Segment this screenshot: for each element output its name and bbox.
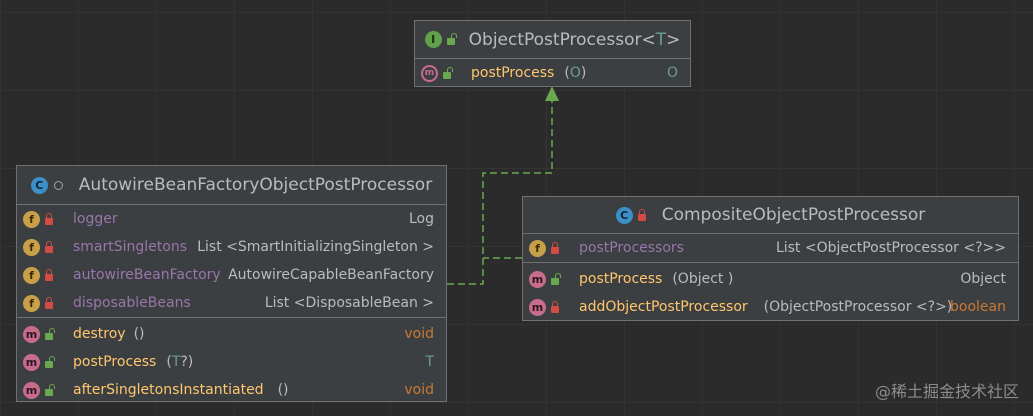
method-return-type: O	[666, 65, 678, 81]
section-divider	[17, 317, 446, 318]
field-icon: f	[529, 239, 546, 257]
method-name: afterSingletonsInstantiated	[73, 382, 264, 398]
method-icon: m	[529, 298, 546, 316]
field-name: logger	[73, 211, 118, 227]
field-icon: f	[23, 294, 40, 312]
field-type: List <SmartInitializingSingleton >	[197, 239, 434, 255]
section-divider	[523, 262, 1018, 263]
method-icon: m	[23, 325, 40, 343]
public-visibility-icon	[45, 327, 55, 340]
private-visibility-icon	[637, 208, 646, 221]
interface-header: I ObjectPostProcessor<T>	[415, 21, 690, 59]
public-visibility-icon	[45, 355, 55, 368]
private-visibility-icon	[551, 300, 559, 313]
public-visibility-icon	[443, 66, 453, 79]
method-name: destroy	[73, 326, 126, 342]
interface-title: ObjectPostProcessor<T>	[468, 29, 681, 50]
interface-object-post-processor[interactable]: I ObjectPostProcessor<T> m postProcess (…	[414, 20, 691, 87]
method-name: postProcess	[579, 271, 663, 287]
method-row[interactable]: m afterSingletonsInstantiated () void	[17, 376, 446, 404]
field-name: autowireBeanFactory	[73, 267, 221, 283]
method-params: ()	[133, 326, 145, 342]
method-params: (O)	[564, 65, 587, 81]
field-icon: f	[23, 210, 40, 228]
method-icon: m	[23, 353, 40, 371]
private-visibility-icon	[45, 268, 53, 281]
class-header: C CompositeObjectPostProcessor	[523, 197, 1018, 234]
method-name: addObjectPostProcessor	[579, 299, 748, 315]
public-visibility-icon	[45, 383, 55, 396]
method-icon: m	[23, 381, 40, 399]
field-icon: f	[23, 266, 40, 284]
method-name: postProcess	[73, 354, 157, 370]
field-type: Log	[408, 211, 434, 227]
class-icon: C	[30, 176, 48, 194]
abstract-method-icon: m	[421, 64, 438, 82]
field-icon: f	[23, 238, 40, 256]
field-name: disposableBeans	[73, 295, 191, 311]
public-visibility-icon	[551, 272, 561, 285]
method-icon: m	[529, 270, 546, 288]
private-visibility-icon	[45, 212, 53, 225]
method-return-type: void	[404, 382, 434, 398]
method-params: (T?)	[166, 354, 194, 370]
interface-icon: I	[424, 31, 442, 48]
class-header: C AutowireBeanFactoryObjectPostProcessor	[17, 166, 446, 205]
private-visibility-icon	[551, 241, 559, 254]
field-row[interactable]: f autowireBeanFactory AutowireCapableBea…	[17, 261, 446, 289]
field-name: smartSingletons	[73, 239, 188, 255]
field-row[interactable]: f logger Log	[17, 205, 446, 233]
method-row[interactable]: m postProcess (Object ) Object	[523, 265, 1018, 293]
method-return-type: boolean	[950, 299, 1006, 315]
class-icon: C	[615, 206, 633, 224]
method-params: (ObjectPostProcessor <?>)	[763, 299, 953, 315]
class-composite-object-post-processor[interactable]: C CompositeObjectPostProcessor f postPro…	[522, 196, 1019, 321]
method-return-type: T	[425, 354, 434, 370]
method-row[interactable]: m addObjectPostProcessor (ObjectPostProc…	[523, 293, 1018, 321]
method-return-type: Object	[960, 271, 1006, 287]
private-visibility-icon	[45, 296, 53, 309]
method-row[interactable]: m postProcess (O) O	[415, 59, 690, 87]
field-type: AutowireCapableBeanFactory	[228, 267, 434, 283]
connector-autowire-to-interface	[447, 100, 553, 285]
private-visibility-icon	[45, 240, 53, 253]
public-visibility-icon	[446, 33, 457, 45]
field-type: List <ObjectPostProcessor <?>>	[775, 240, 1006, 256]
field-row[interactable]: f postProcessors List <ObjectPostProcess…	[523, 234, 1018, 262]
method-row[interactable]: m destroy () void	[17, 320, 446, 348]
method-params: ()	[277, 382, 289, 398]
field-name: postProcessors	[579, 240, 684, 256]
implements-arrowhead	[545, 86, 559, 101]
class-title: AutowireBeanFactoryObjectPostProcessor	[78, 175, 433, 195]
watermark: @稀土掘金技术社区	[874, 382, 1019, 401]
field-row[interactable]: f disposableBeans List <DisposableBean >	[17, 289, 446, 317]
class-title: CompositeObjectPostProcessor	[661, 205, 926, 225]
method-name: postProcess	[471, 65, 555, 81]
method-params: (Object )	[672, 271, 734, 287]
method-row[interactable]: m postProcess (T?) T	[17, 348, 446, 376]
package-private-icon	[53, 180, 63, 190]
method-return-type: void	[404, 326, 434, 342]
class-autowire-bean-factory-object-post-processor[interactable]: C AutowireBeanFactoryObjectPostProcessor…	[16, 165, 447, 402]
field-row[interactable]: f smartSingletons List <SmartInitializin…	[17, 233, 446, 261]
field-type: List <DisposableBean >	[264, 295, 434, 311]
